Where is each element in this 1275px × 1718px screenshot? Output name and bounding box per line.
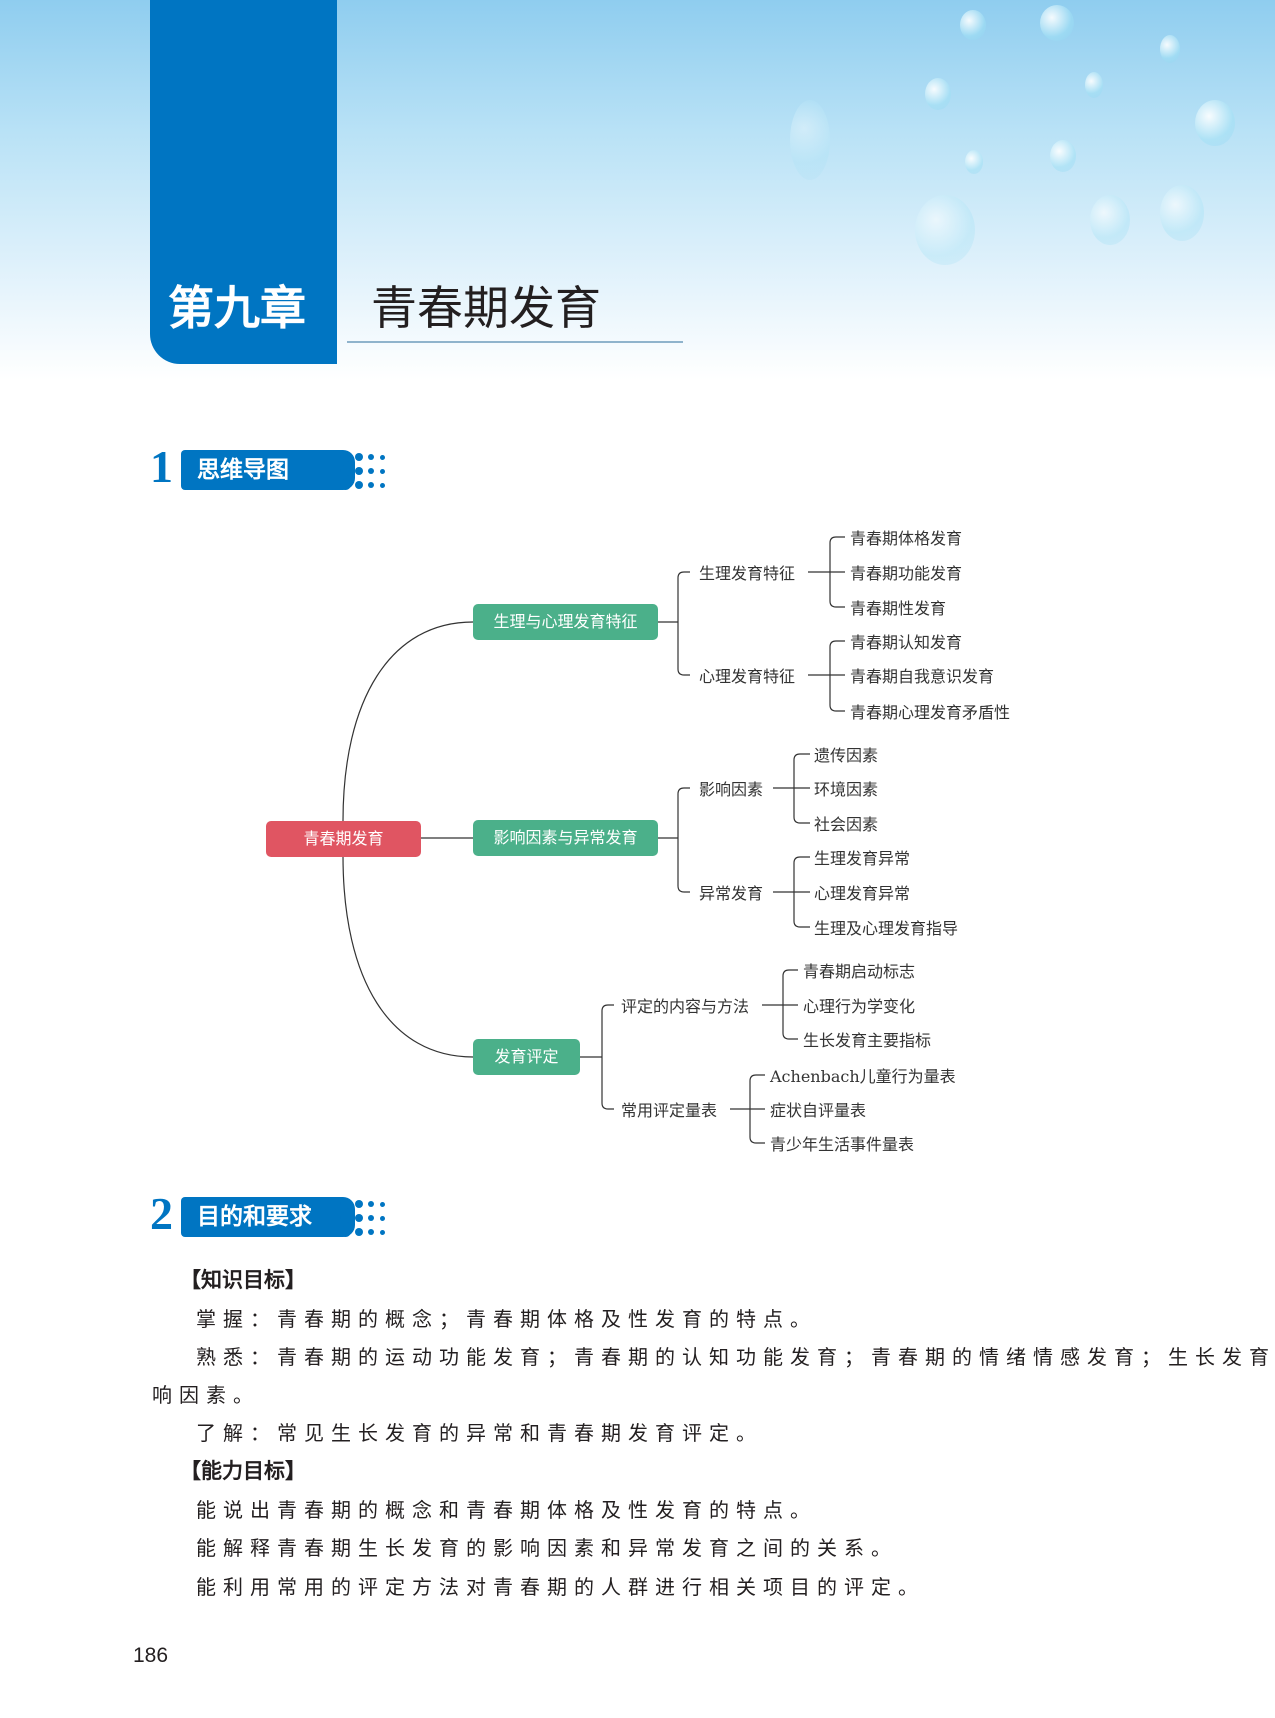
section-number: 1 [150, 441, 173, 492]
mindmap-leaf: 环境因素 [814, 780, 879, 799]
ability-heading: 【能力目标】 [180, 1459, 306, 1483]
mindmap-leaf: 遗传因素 [814, 746, 879, 765]
mindmap-leaf: 青春期心理发育矛盾性 [850, 703, 1011, 722]
mindmap-leaf: 青少年生活事件量表 [770, 1135, 915, 1154]
mindmap-leaf: 青春期启动标志 [803, 962, 916, 981]
mindmap-leaf: 症状自评量表 [770, 1101, 867, 1120]
mindmap-branch: 发育评定 [473, 1039, 580, 1075]
mindmap-leaf: 心理行为学变化 [803, 997, 916, 1016]
mindmap-subtopic: 异常发育 [699, 884, 764, 903]
dots-decoration [340, 449, 400, 491]
mindmap-subtopic: 影响因素 [699, 780, 764, 799]
knowledge-heading: 【知识目标】 [180, 1268, 306, 1292]
mindmap-leaf: 社会因素 [814, 815, 879, 834]
section-label: 目的和要求 [181, 1197, 355, 1237]
ability-item: 能说出青春期的概念和青春期体格及性发育的特点。 [196, 1498, 817, 1522]
mindmap-leaf: Achenbach儿童行为量表 [770, 1067, 956, 1086]
objective-familiar: 熟悉：青春期的运动功能发育；青春期的认知功能发育；青春期的情绪情感发育；生长发育… [196, 1345, 1275, 1369]
objective-understand: 了解：常见生长发育的异常和青春期发育评定。 [196, 1421, 763, 1445]
mindmap-leaf: 青春期认知发育 [850, 633, 963, 652]
section-label: 思维导图 [181, 450, 355, 490]
mindmap-subtopic: 评定的内容与方法 [621, 997, 750, 1016]
ability-item: 能解释青春期生长发育的影响因素和异常发育之间的关系。 [196, 1536, 898, 1560]
objective-master: 掌握：青春期的概念；青春期体格及性发育的特点。 [196, 1307, 817, 1331]
chapter-number: 第九章 [168, 281, 306, 335]
mindmap-root: 青春期发育 [266, 821, 421, 857]
title-underline [347, 341, 683, 343]
dots-decoration [340, 1196, 400, 1238]
mindmap-leaf: 生长发育主要指标 [803, 1031, 932, 1050]
mindmap-leaf: 生理发育异常 [814, 849, 911, 868]
chapter-title: 青春期发育 [371, 281, 601, 335]
ability-item: 能利用常用的评定方法对青春期的人群进行相关项目的评定。 [196, 1575, 925, 1599]
mindmap-leaf: 青春期性发育 [850, 599, 947, 618]
mindmap-subtopic: 生理发育特征 [699, 564, 796, 583]
mindmap-leaf: 青春期自我意识发育 [850, 667, 995, 686]
mindmap-branch: 生理与心理发育特征 [473, 604, 658, 640]
mindmap-leaf: 生理及心理发育指导 [814, 919, 959, 938]
chapter-badge [150, 0, 337, 364]
mindmap-leaf: 心理发育异常 [814, 884, 911, 903]
mindmap-branch: 影响因素与异常发育 [473, 820, 658, 856]
mindmap-subtopic: 常用评定量表 [621, 1101, 718, 1120]
mindmap-subtopic: 心理发育特征 [699, 667, 796, 686]
section-number: 2 [150, 1188, 173, 1239]
mindmap-leaf: 青春期功能发育 [850, 564, 963, 583]
page-number: 186 [133, 1644, 169, 1667]
objective-familiar-cont: 响因素。 [152, 1383, 260, 1407]
mindmap-leaf: 青春期体格发育 [850, 529, 963, 548]
